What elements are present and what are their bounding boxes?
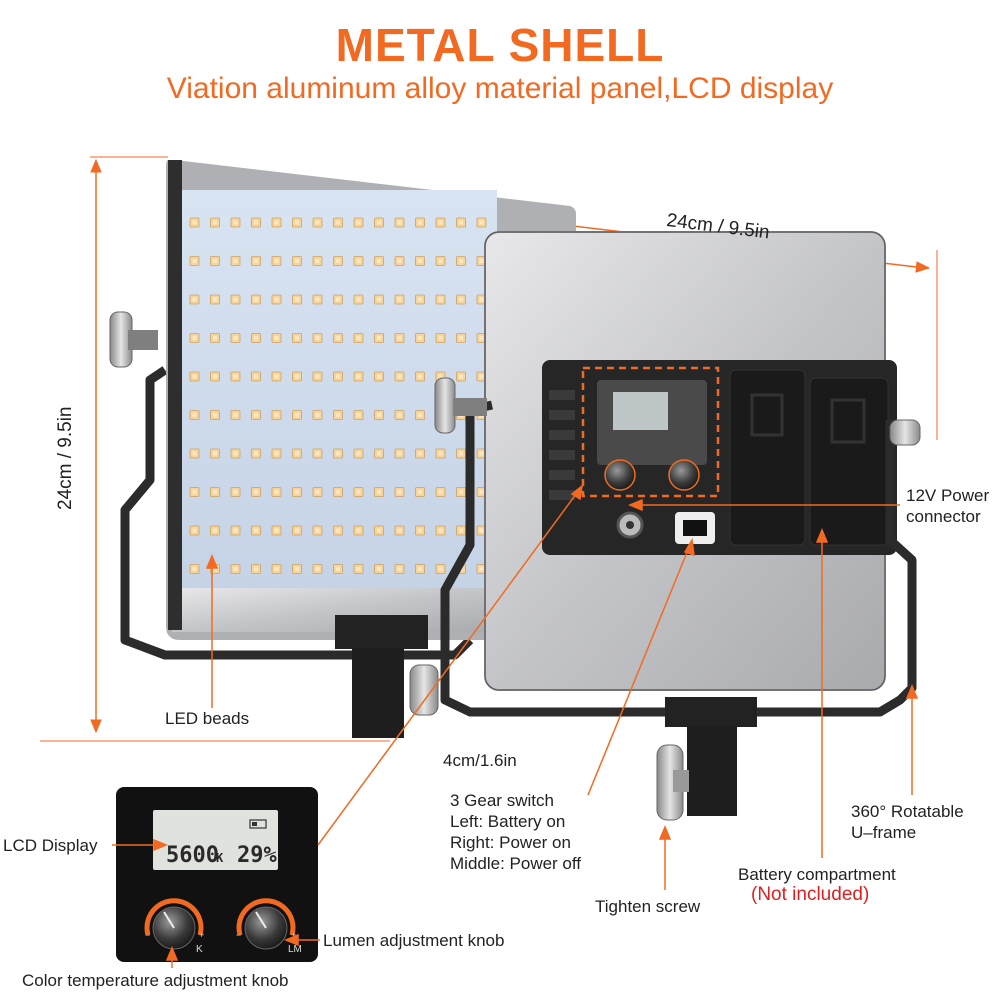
battery-note: (Not included): [751, 884, 870, 905]
svg-text:+: +: [199, 930, 204, 940]
callout-lines: [112, 484, 919, 968]
svg-text:−: −: [236, 930, 241, 940]
knob-right-label: LM: [288, 944, 302, 955]
lumen-knob-label: Lumen adjustment knob: [323, 931, 505, 950]
knob-left-label: K: [196, 944, 203, 955]
power-connector-label: 12V Power connector: [906, 486, 990, 526]
back-panel: [434, 231, 921, 821]
page-subtitle: Viation aluminum alloy material panel,LC…: [166, 72, 834, 105]
depth-dimension-label: 4cm/1.6in: [443, 751, 517, 770]
led-beads-label: LED beads: [165, 709, 250, 728]
gear-switch-label: 3 Gear switch Left: Battery on Right: Po…: [450, 791, 582, 873]
lcd-temperature: 5600: [166, 843, 219, 868]
tighten-screw-label: Tighten screw: [595, 897, 701, 916]
lcd-brightness: 29%: [237, 843, 277, 868]
lcd-display-label: LCD Display: [3, 836, 98, 855]
svg-text:+: +: [291, 930, 296, 940]
u-frame-label: 360° Rotatable U–frame: [851, 802, 964, 842]
svg-text:−: −: [145, 930, 150, 940]
lcd-temperature-unit: K: [216, 851, 224, 865]
front-panel-knob-icon: [109, 311, 158, 368]
battery-icon: [249, 819, 267, 829]
color-temp-knob-label: Color temperature adjustment knob: [22, 971, 289, 990]
lcd-inset: 5600 K 29% − + K − + LM: [116, 787, 318, 962]
battery-compartment: [729, 369, 889, 546]
battery-compartment-label: Battery compartment: [738, 865, 896, 884]
tighten-screw-icon: [656, 744, 689, 821]
page-title: METAL SHELL: [335, 19, 665, 71]
height-dimension-label: 24cm / 9.5in: [55, 406, 76, 511]
